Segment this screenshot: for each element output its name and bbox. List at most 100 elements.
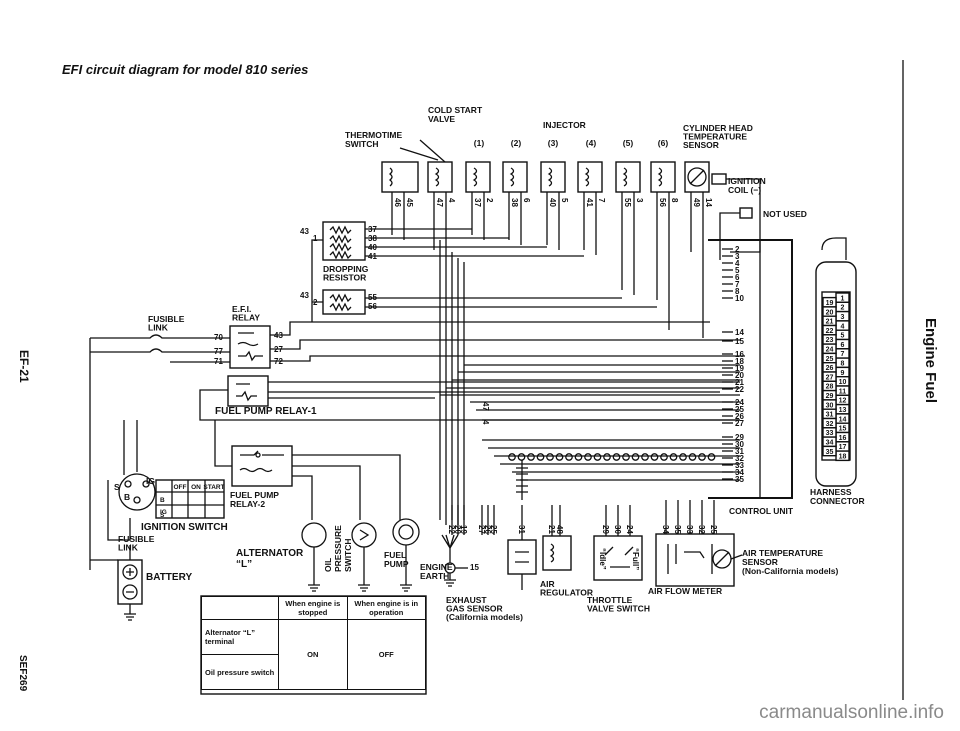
top-pin: 8 [670, 198, 679, 203]
ignition-switch: S IG B [114, 473, 225, 519]
battery-label: BATTERY [146, 572, 192, 583]
control-unit-pin: 27 [735, 419, 744, 428]
connector-pin-left: 32 [826, 421, 834, 428]
junction-mark [546, 453, 554, 461]
harness-connector-pins: 1234567891011121314151617181920212223242… [822, 292, 850, 462]
junction-mark [650, 453, 659, 461]
wire-junction-row [508, 453, 716, 461]
row-alternator: Alternator “L” terminal [201, 619, 279, 655]
main-bus-wires [439, 240, 740, 525]
ign-header: START [203, 484, 224, 491]
junction-mark [622, 453, 630, 461]
connector-pin-right: 2 [841, 305, 845, 312]
injector-number: (1) [474, 138, 485, 148]
full-label: “Full” [631, 548, 640, 570]
injector-number: (6) [658, 138, 669, 148]
top-pin: 45 [405, 198, 414, 207]
control-unit-pin: 18 [735, 357, 744, 366]
battery-wires [90, 420, 138, 561]
resistor-2-side-pin: 43 [300, 291, 309, 300]
connector-pin-right: 1 [841, 295, 845, 302]
control-unit-pin: 2 [735, 245, 740, 254]
injector-6 [650, 161, 676, 193]
top-pin: 7 [597, 198, 606, 203]
air-flow-meter [655, 533, 735, 587]
control-unit-pin: 33 [735, 461, 744, 470]
efi-relay-label: E.F.I.RELAY [232, 304, 260, 323]
svg-text:S: S [114, 482, 120, 492]
section-title: Engine Fuel [922, 318, 939, 403]
junction-mark [612, 453, 621, 461]
connector-pin-left: 25 [826, 356, 834, 363]
bottom-pin: 29 [601, 525, 610, 534]
connector-pin-right: 11 [839, 388, 847, 395]
connector-pin-right: 18 [839, 454, 847, 461]
efi-relay-left-pin: 71 [214, 357, 223, 366]
bottom-pin: 32 [697, 525, 706, 534]
top-pin: 6 [522, 198, 531, 203]
svg-text:IG: IG [146, 476, 155, 486]
value-off: OFF [346, 619, 427, 690]
control-unit-pin: 29 [735, 433, 744, 442]
col-header-operation: When engine is in operation [346, 596, 427, 620]
injector-2 [502, 161, 528, 193]
resistor-1-suffix: 1 [313, 234, 318, 243]
air-flow-meter-label: AIR FLOW METER [648, 586, 722, 596]
junction-mark [603, 453, 611, 461]
top-pin: 37 [473, 198, 482, 207]
junction-mark [631, 453, 640, 461]
throttle-valve-switch [593, 535, 643, 581]
top-pin: 3 [635, 198, 644, 203]
connector-pin-right: 4 [841, 323, 845, 330]
connector-pin-left: 33 [826, 430, 834, 437]
col-header-stopped: When engine is stopped [278, 596, 348, 620]
top-pin: 56 [658, 198, 667, 207]
connector-pin-left: 22 [826, 328, 834, 335]
junction-mark [536, 453, 545, 461]
top-sensor-wires [391, 139, 761, 338]
status-table: When engine is stopped When engine is in… [201, 596, 427, 690]
bottom-pin: 19 [459, 525, 468, 534]
watermark: carmanualsonline.info [759, 702, 944, 723]
connector-cell [822, 445, 837, 457]
efi-relay-wires [89, 321, 745, 570]
bottom-pin: 48 [555, 525, 564, 534]
fuel-pump-relay-1-label: FUEL PUMP RELAY-1 [215, 406, 317, 417]
control-unit-pin: 14 [735, 328, 744, 337]
bottom-pin: 24 [625, 525, 634, 534]
control-unit-pin: 32 [735, 454, 744, 463]
mid-pin-47: 47 [481, 402, 490, 411]
resistor-wires [311, 228, 657, 322]
junction-mark [688, 453, 697, 461]
value-on: ON [278, 619, 348, 690]
top-pin: 40 [548, 198, 557, 207]
bottom-pin: 33 [685, 525, 694, 534]
dropping-resistor-2 [322, 289, 366, 315]
connector-pin-right: 12 [839, 398, 847, 405]
oil-pressure-switch [351, 522, 377, 592]
coil-symbol [434, 167, 440, 187]
ignition-switch-label: IGNITION SWITCH [141, 522, 228, 533]
junction-mark [527, 453, 535, 461]
engine-earth [441, 534, 468, 587]
idle-label: “Idle” [598, 548, 607, 570]
control-unit-pin: 6 [735, 273, 740, 282]
bottom-pin: 20 [453, 525, 462, 534]
svg-text:B: B [124, 492, 130, 502]
diagram-title: EFI circuit diagram for model 810 series [62, 62, 308, 77]
coil-symbol [657, 167, 663, 187]
fuel-pump-relay-1 [227, 375, 269, 407]
connector-pin-left: 35 [826, 449, 834, 456]
